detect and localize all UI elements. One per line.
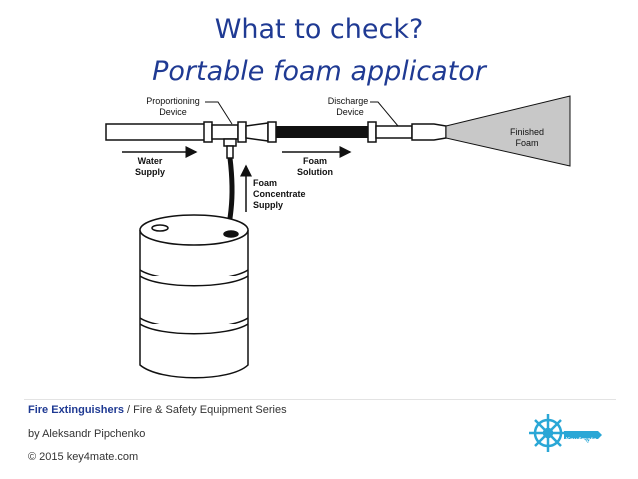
label-discharge-1: Discharge (328, 96, 369, 106)
footer-series-bold: Fire Extinguishers (28, 404, 124, 416)
slide-title: What to check? (214, 14, 424, 45)
footer-series-rest: / Fire & Safety Equipment Series (123, 404, 287, 416)
label-water-2: Supply (135, 167, 165, 177)
label-proportioning-1: Proportioning (146, 96, 200, 106)
label-discharge-2: Device (336, 107, 364, 117)
diagram-labels: Proportioning Device Discharge Device Fi… (135, 96, 544, 210)
proportioning-device (203, 121, 277, 147)
ship-wheel-icon (529, 414, 567, 452)
slide-subtitle: Portable foam applicator (152, 56, 486, 87)
label-concentrate-1: Foam (253, 178, 277, 188)
discharge-device (367, 121, 447, 143)
water-supply-pipe (105, 123, 207, 141)
key4mate-logo (529, 414, 602, 452)
logo-text: Key4mate (565, 437, 597, 444)
footer-author: by Aleksandr Pipchenko (28, 428, 146, 440)
label-concentrate-3: Supply (253, 200, 283, 210)
label-solution-1: Foam (303, 156, 327, 166)
concentrate-drum (139, 214, 249, 379)
finished-foam-spray (445, 95, 571, 167)
footer-divider (24, 399, 616, 400)
label-finished-2: Foam (515, 138, 538, 148)
callout-lines (205, 101, 399, 127)
label-solution-2: Solution (297, 167, 333, 177)
footer-series: Fire Extinguishers / Fire & Safety Equip… (28, 404, 287, 416)
foam-solution-hose (276, 126, 370, 138)
footer-copyright: © 2015 key4mate.com (28, 451, 139, 463)
label-proportioning-2: Device (159, 107, 187, 117)
label-concentrate-2: Concentrate (253, 189, 306, 199)
label-water-1: Water (138, 156, 163, 166)
label-finished-1: Finished (510, 127, 544, 137)
flow-arrows (122, 146, 352, 212)
key-icon (564, 431, 602, 443)
